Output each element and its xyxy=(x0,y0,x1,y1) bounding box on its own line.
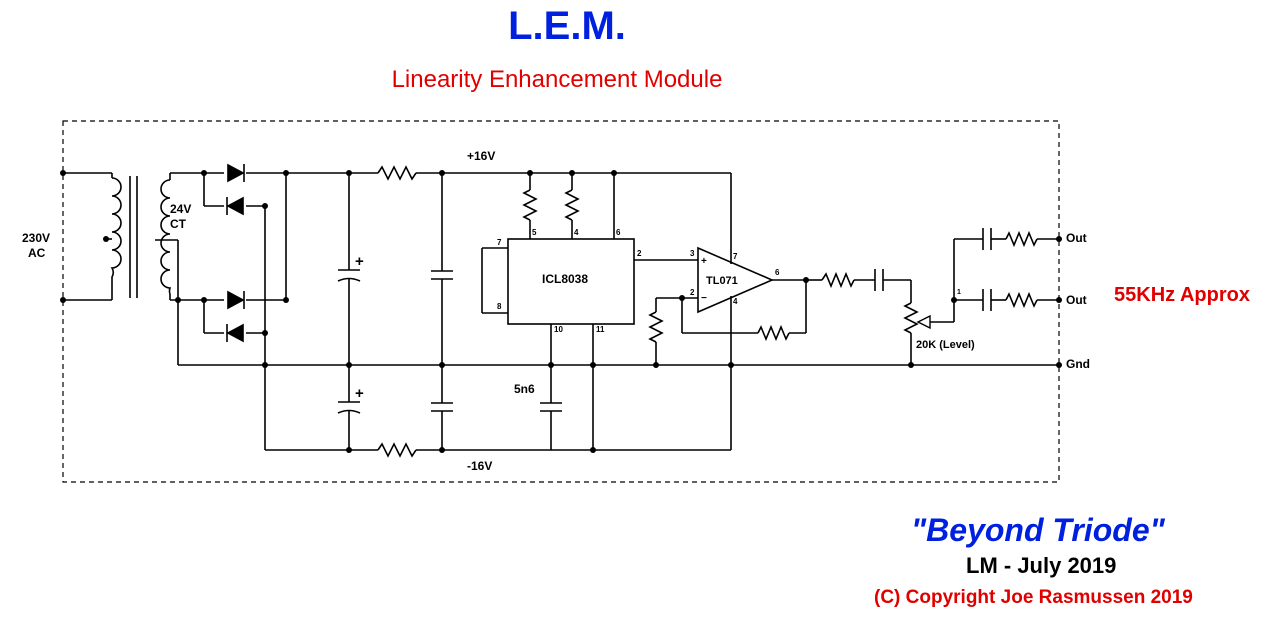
transformer-primary xyxy=(110,177,122,295)
copyright-notice: (C) Copyright Joe Rasmussen 2019 xyxy=(874,587,1193,608)
label-230v: 230V xyxy=(22,231,50,245)
label-icl8038: ICL8038 xyxy=(542,272,588,286)
rail-resistor-negative xyxy=(377,442,417,458)
icl8038-chip xyxy=(507,238,635,325)
resistor-output xyxy=(821,271,855,289)
junction-dots xyxy=(60,170,1062,453)
label-gnd: Gnd xyxy=(1066,357,1090,371)
resistor-pin4 xyxy=(564,189,580,221)
pin-icl-8: 8 xyxy=(497,302,502,311)
page-title: L.E.M. xyxy=(508,4,626,48)
page-subtitle: Linearity Enhancement Module xyxy=(391,66,723,93)
pin-icl-4: 4 xyxy=(574,228,579,237)
pin-op-3: 3 xyxy=(690,249,695,258)
label-ct: CT xyxy=(170,217,187,231)
label-24v: 24V xyxy=(170,202,191,216)
cap-top-polarity: + xyxy=(355,253,364,270)
resistor-out-1 xyxy=(1005,230,1038,248)
label-20k-level: 20K (Level) xyxy=(916,339,975,351)
pin-icl-11: 11 xyxy=(596,325,605,334)
resistor-out-2 xyxy=(1005,291,1038,309)
label-tl071: TL071 xyxy=(706,275,738,287)
label-out-2: Out xyxy=(1066,293,1087,307)
brand-name: "Beyond Triode" xyxy=(911,512,1165,548)
pin-icl-10: 10 xyxy=(554,325,563,334)
rail-resistor-positive xyxy=(377,165,417,181)
resistor-bias xyxy=(648,311,664,343)
pin-op-6: 6 xyxy=(775,268,780,277)
pin-icl-2: 2 xyxy=(637,249,642,258)
diode-d3 xyxy=(227,290,245,310)
pin-op-7: 7 xyxy=(733,252,738,261)
opamp-plus-input: + xyxy=(701,256,707,267)
module-enclosure xyxy=(62,120,1060,483)
author-date: LM - July 2019 xyxy=(966,553,1117,578)
out-mark: 1 xyxy=(957,289,961,296)
potentiometer-level xyxy=(903,302,919,334)
label-plus-16v: +16V xyxy=(467,149,495,163)
tl071-opamp xyxy=(697,246,775,314)
resistor-pin5 xyxy=(522,189,538,221)
pin-icl-7: 7 xyxy=(497,238,502,247)
pin-icl-6: 6 xyxy=(616,228,621,237)
diode-d4 xyxy=(226,323,244,343)
frequency-note: 55KHz Approx xyxy=(1114,284,1250,306)
pin-op-2: 2 xyxy=(690,288,695,297)
label-5n6: 5n6 xyxy=(514,382,535,396)
label-minus-16v: -16V xyxy=(467,459,492,473)
transformer-secondary xyxy=(160,179,172,295)
opamp-minus-input: − xyxy=(701,293,707,304)
diode-d2 xyxy=(226,196,244,216)
label-ac: AC xyxy=(28,246,46,260)
pin-op-4: 4 xyxy=(733,297,738,306)
label-out-1: Out xyxy=(1066,231,1087,245)
diode-d1 xyxy=(227,163,245,183)
cap-bottom-polarity: + xyxy=(355,385,364,402)
pot-wiper-arrow xyxy=(916,314,931,330)
pin-icl-5: 5 xyxy=(532,228,537,237)
resistor-feedback xyxy=(757,324,790,342)
